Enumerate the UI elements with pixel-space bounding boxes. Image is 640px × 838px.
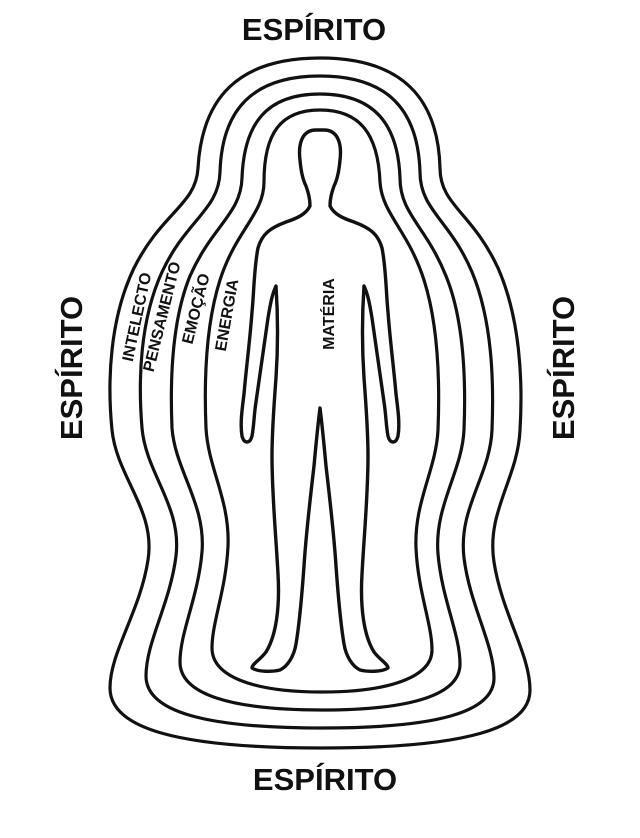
aura-outline-thought [138,74,496,730]
layer-label-matter: MATÉRIA [319,278,338,350]
spirit-label-top: ESPÍRITO [242,12,386,47]
aura-outline-emotion [169,92,467,712]
spirit-label-bottom: ESPÍRITO [253,762,397,797]
spirit-label-right: ESPÍRITO [546,296,581,440]
aura-outline-intellect [108,56,532,750]
spirit-label-left: ESPÍRITO [54,296,89,440]
human-body-outline [239,128,401,674]
aura-outline-energy [203,108,441,694]
